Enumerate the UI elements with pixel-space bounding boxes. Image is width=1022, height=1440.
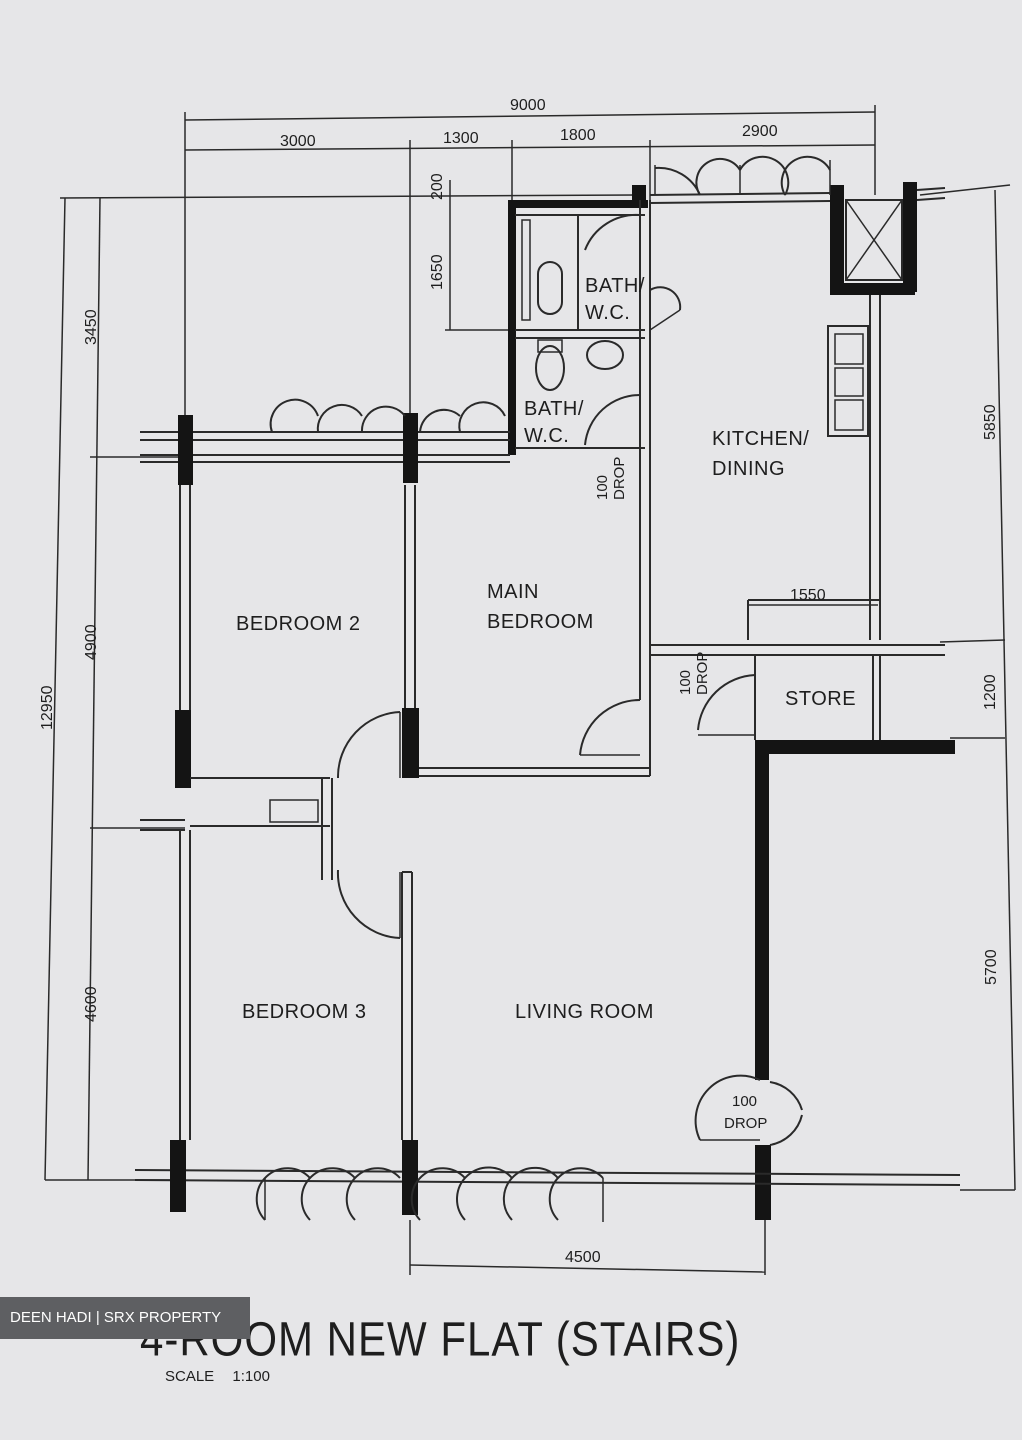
dim-top-2900: 2900	[742, 123, 778, 140]
room-bedroom-2: BEDROOM 2	[236, 613, 361, 635]
dim-left-3450: 3450	[83, 309, 100, 345]
dim-right-1200: 1200	[982, 674, 999, 710]
drop-bath: 100DROP	[594, 457, 628, 500]
dim-right-5700: 5700	[983, 949, 1000, 985]
dim-left-200: 200	[429, 173, 446, 200]
dim-left-4900: 4900	[83, 624, 100, 660]
scale-row: SCALE 1:100	[165, 1368, 284, 1385]
dim-top-1300: 1300	[443, 130, 479, 147]
right-dimension-lines	[919, 184, 1016, 1191]
scale-value: 1:100	[232, 1368, 270, 1385]
dim-kitchen-1550: 1550	[790, 587, 826, 604]
room-bath-wc-1: BATH/W.C.	[585, 275, 645, 324]
room-living-room: LIVING ROOM	[515, 1001, 654, 1023]
dim-right-5850: 5850	[982, 404, 999, 440]
dim-left-12950: 12950	[39, 685, 56, 730]
dim-left-4600: 4600	[83, 986, 100, 1022]
drop-store: 100DROP	[677, 652, 711, 695]
watermark-banner: DEEN HADI | SRX PROPERTY	[0, 1297, 250, 1339]
room-bath-wc-2: BATH/W.C.	[524, 398, 584, 447]
top-dimension-lines	[184, 105, 876, 420]
room-bedroom-3: BEDROOM 3	[242, 1001, 367, 1023]
room-kitchen-dining: KITCHEN/DINING	[712, 428, 809, 480]
walls	[134, 182, 961, 1275]
dim-top-1800: 1800	[560, 127, 596, 144]
dim-top-3000: 3000	[280, 133, 316, 150]
room-store: STORE	[785, 688, 856, 710]
scale-label: SCALE	[165, 1368, 215, 1385]
dim-overall-width: 9000	[510, 97, 546, 114]
doors	[255, 155, 831, 1222]
sanitary-fixtures	[521, 219, 624, 391]
dim-left-1650: 1650	[429, 254, 446, 290]
dim-bottom-4500: 4500	[565, 1249, 601, 1266]
